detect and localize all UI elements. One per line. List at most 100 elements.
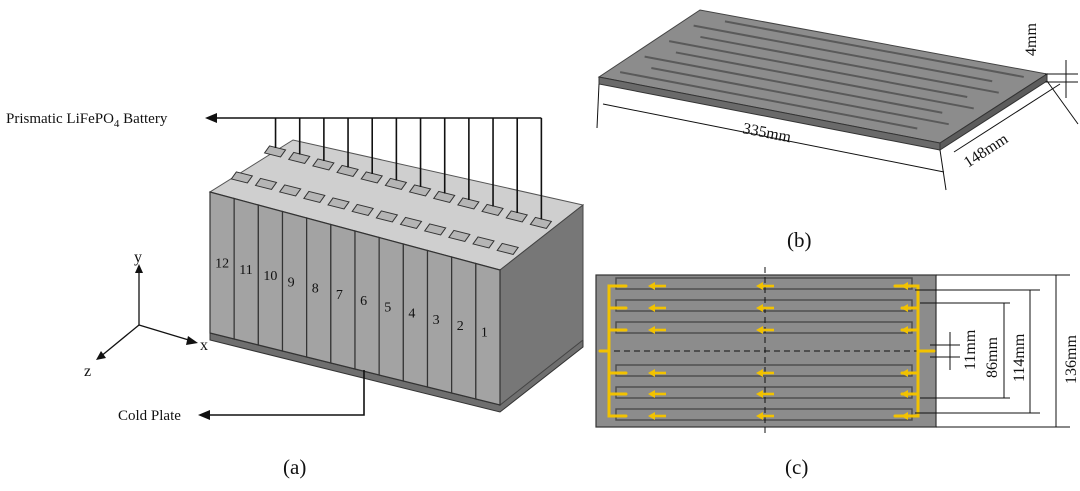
cell-number: 7 bbox=[336, 288, 343, 303]
battery-cell bbox=[378, 236, 404, 382]
cell-number: 2 bbox=[457, 319, 464, 334]
flow-arrow-head bbox=[901, 304, 908, 312]
panel-a-caption: (a) bbox=[283, 455, 306, 479]
axis-x-arrowhead bbox=[186, 336, 198, 345]
cell-terminal bbox=[408, 184, 432, 197]
flow-arrow-head bbox=[901, 282, 908, 290]
cell-number: 5 bbox=[384, 300, 391, 315]
dim-length-ext-left bbox=[596, 83, 600, 129]
cell-terminal bbox=[423, 223, 447, 236]
axis-y-arrowhead bbox=[135, 264, 143, 273]
groove-line bbox=[693, 24, 993, 83]
dim-11mm-label: 11mm bbox=[962, 329, 979, 370]
dim-length-line bbox=[602, 103, 945, 173]
dim-thickness-label: 4mm bbox=[1023, 23, 1040, 56]
dim-86mm-label: 86mm bbox=[984, 337, 1001, 378]
dim-width-line bbox=[953, 83, 1061, 153]
plate-channel-grooves bbox=[619, 20, 1024, 130]
coordinate-axes bbox=[99, 270, 193, 358]
cell-terminal bbox=[448, 229, 471, 243]
groove-line bbox=[644, 55, 943, 114]
cell-number: 9 bbox=[288, 275, 295, 290]
cell-number: 10 bbox=[263, 269, 277, 284]
leader-arrowhead bbox=[205, 113, 217, 123]
axis-z-label: z bbox=[84, 363, 91, 380]
cell-terminal bbox=[432, 190, 456, 204]
cell-number: 1 bbox=[481, 325, 488, 340]
panel-b: 335mm 148mm 4mm (b) bbox=[596, 9, 1079, 252]
cell-terminal bbox=[399, 216, 423, 230]
flow-arrow-head bbox=[648, 369, 655, 377]
cell-terminal bbox=[529, 216, 553, 230]
cell-number: 3 bbox=[433, 313, 440, 328]
dim-length-label: 335mm bbox=[741, 120, 793, 146]
flow-arrow-head bbox=[648, 326, 655, 334]
cell-number: 8 bbox=[312, 282, 319, 297]
panel-c-caption: (c) bbox=[785, 455, 808, 479]
cell-terminal bbox=[263, 145, 287, 158]
cell-terminal bbox=[457, 197, 480, 210]
flow-arrow-head bbox=[756, 304, 763, 312]
cell-terminal bbox=[496, 242, 520, 256]
flow-arrow-head bbox=[648, 304, 655, 312]
cell-terminal bbox=[336, 164, 359, 178]
dim-length-ext-right bbox=[939, 149, 947, 191]
axis-z-arrowhead bbox=[96, 351, 106, 360]
groove-line bbox=[668, 40, 968, 98]
dim-width-ext bbox=[1046, 80, 1079, 125]
battery-leader-lines bbox=[205, 113, 543, 220]
cell-terminal bbox=[278, 184, 302, 197]
groove-line bbox=[675, 51, 974, 110]
cell-terminal bbox=[375, 210, 399, 223]
flow-arrows bbox=[648, 282, 919, 420]
channel-outline bbox=[615, 277, 913, 290]
cell-terminal bbox=[230, 171, 254, 184]
axis-y-label: y bbox=[134, 249, 142, 266]
flow-arrow-head bbox=[756, 282, 763, 290]
cell-terminal bbox=[327, 197, 350, 210]
cell-terminal bbox=[472, 236, 495, 249]
cell-terminal bbox=[481, 203, 504, 217]
cell-terminal bbox=[287, 151, 311, 165]
flow-arrow-head bbox=[648, 390, 655, 398]
cold-plate-leader bbox=[205, 370, 365, 416]
cell-number: 12 bbox=[215, 257, 229, 272]
cold-plate-leader-arrowhead bbox=[198, 410, 210, 420]
terminals-group bbox=[230, 145, 553, 256]
cell-terminal bbox=[505, 210, 529, 223]
channel-outline bbox=[615, 321, 913, 334]
flow-arrow-head bbox=[901, 369, 908, 377]
panel-c: 11mm 86mm 114mm 136mm (c) bbox=[595, 267, 1080, 479]
groove-line bbox=[700, 35, 999, 94]
battery-cell bbox=[451, 256, 477, 400]
dim-136mm-label: 136mm bbox=[1063, 335, 1080, 384]
dim-114mm-label: 114mm bbox=[1011, 333, 1028, 382]
groove-line bbox=[619, 71, 918, 130]
channel-outline bbox=[615, 364, 913, 377]
flow-arrow-head bbox=[756, 412, 763, 420]
flow-arrow-head bbox=[756, 326, 763, 334]
cell-number: 11 bbox=[239, 263, 252, 278]
cell-terminal bbox=[303, 190, 326, 204]
channel-outline bbox=[615, 299, 913, 312]
groove-line bbox=[651, 66, 949, 126]
cell-terminal bbox=[351, 203, 375, 217]
panel-b-caption: (b) bbox=[787, 228, 812, 252]
cell-number: 4 bbox=[408, 307, 415, 322]
flow-arrow-head bbox=[901, 326, 908, 334]
dimension-lines-c bbox=[915, 274, 1070, 428]
battery-cell bbox=[306, 217, 332, 364]
battery-cell bbox=[475, 262, 501, 406]
axis-x-label: x bbox=[200, 337, 208, 354]
flow-arrow-head bbox=[901, 412, 908, 420]
cell-terminal bbox=[360, 171, 384, 184]
flow-arrow-head bbox=[756, 390, 763, 398]
cell-terminal bbox=[254, 177, 278, 191]
battery-label: Prismatic LiFePO4 Battery bbox=[6, 111, 168, 130]
dim-width-label: 148mm bbox=[961, 130, 1012, 171]
flow-arrow-head bbox=[648, 282, 655, 290]
flow-arrow-head bbox=[901, 390, 908, 398]
